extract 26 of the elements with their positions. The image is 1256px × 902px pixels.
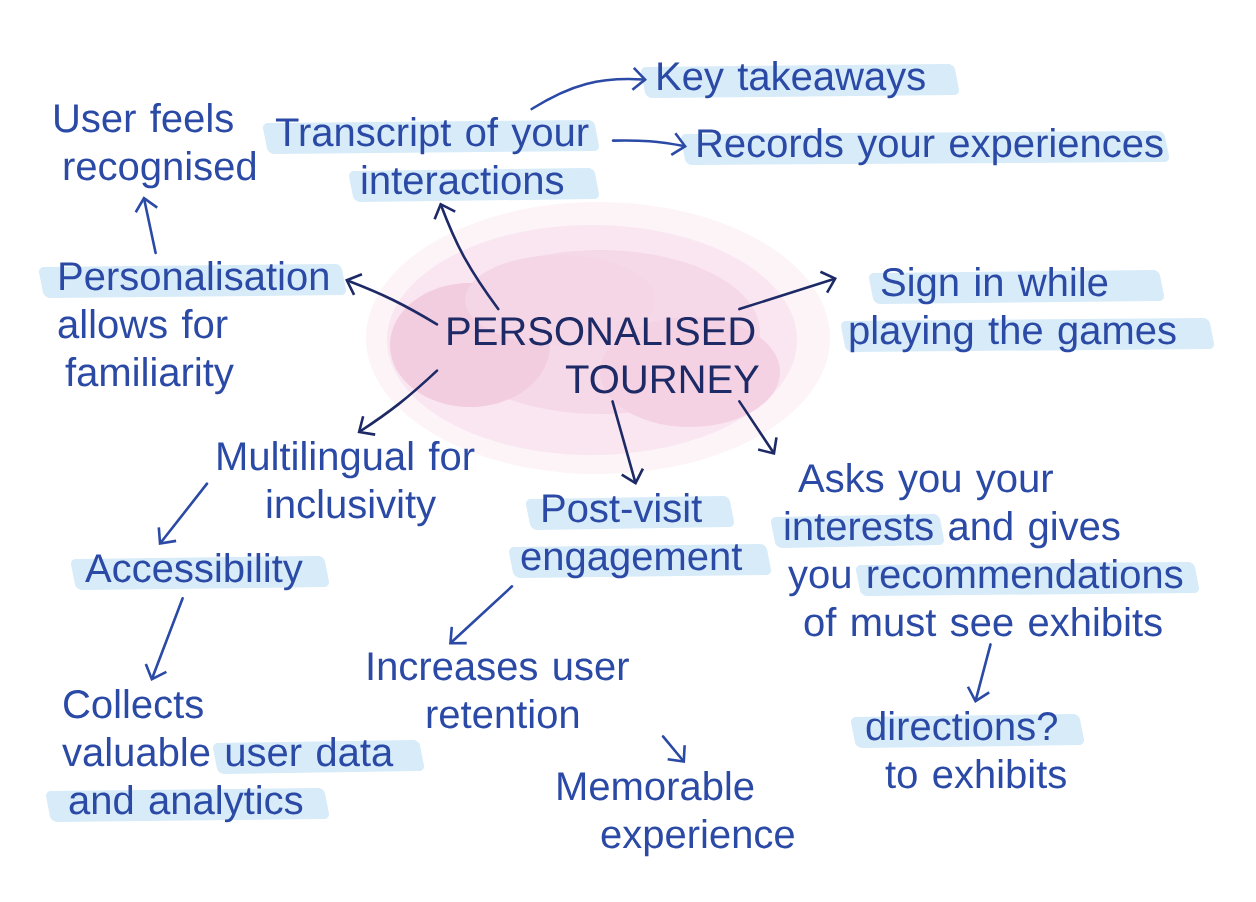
arrow (738, 400, 778, 456)
branch-note: Asks you your interests and gives you recommendations of must see exhibits (771, 463, 1199, 637)
branch-note: Accessibility (71, 553, 329, 591)
branch-note: Transcript of your interactions (263, 117, 599, 202)
arrow (738, 270, 837, 311)
branch-note: Sign in while playing the games (841, 267, 1214, 353)
branch-note: directions? to exhibits (851, 711, 1084, 789)
branch-note: Multilingual for inclusivity (218, 441, 475, 527)
arrow (966, 643, 992, 704)
arrow (530, 66, 647, 111)
arrow (144, 597, 184, 682)
arrow (433, 202, 500, 311)
arrow (611, 400, 645, 486)
arrow (357, 369, 439, 436)
arrow (345, 273, 439, 326)
branch-note: Post-visit engagement (509, 493, 771, 579)
arrow (157, 482, 209, 546)
arrow (134, 196, 158, 255)
branch-note: User feels recognised (55, 103, 256, 189)
arrow (611, 132, 688, 156)
branch-note: Key takeaways (641, 61, 959, 99)
arrow (661, 735, 686, 764)
arrow (449, 585, 514, 645)
branch-note: Personalisation allows for familiarity (39, 261, 346, 395)
branch-note: Memorable experience (558, 771, 794, 857)
branch-note: Records your experiences (681, 128, 1169, 166)
